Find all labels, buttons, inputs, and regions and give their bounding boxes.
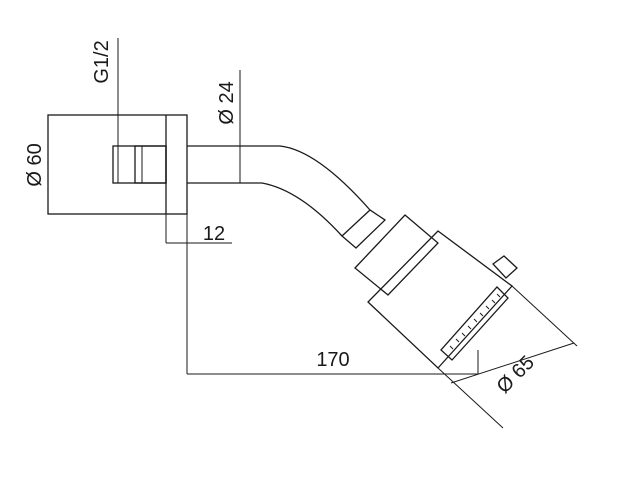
dimension-flange-depth: 12	[165, 214, 232, 245]
dimension-arm-diameter: Ø 24	[216, 70, 241, 183]
shower-arm	[187, 145, 371, 237]
label-projection: 170	[316, 349, 349, 371]
dimension-thread: G1/2	[91, 38, 119, 183]
arm-nut	[341, 209, 387, 249]
shower-head	[367, 230, 518, 369]
thread-nipple	[112, 145, 167, 184]
label-arm-diameter: Ø 24	[216, 81, 238, 124]
spray-face-nozzles	[449, 293, 501, 350]
dimension-flange-diameter: Ø 60	[24, 115, 49, 214]
dimension-head-diameter: Ø 65	[437, 285, 578, 429]
dimension-projection: 170	[186, 214, 479, 375]
label-head-diameter: Ø 65	[493, 352, 539, 398]
label-flange-diameter: Ø 60	[24, 143, 46, 186]
label-thread: G1/2	[91, 40, 113, 83]
label-flange-depth: 12	[203, 223, 225, 245]
swivel-joint	[354, 214, 439, 296]
